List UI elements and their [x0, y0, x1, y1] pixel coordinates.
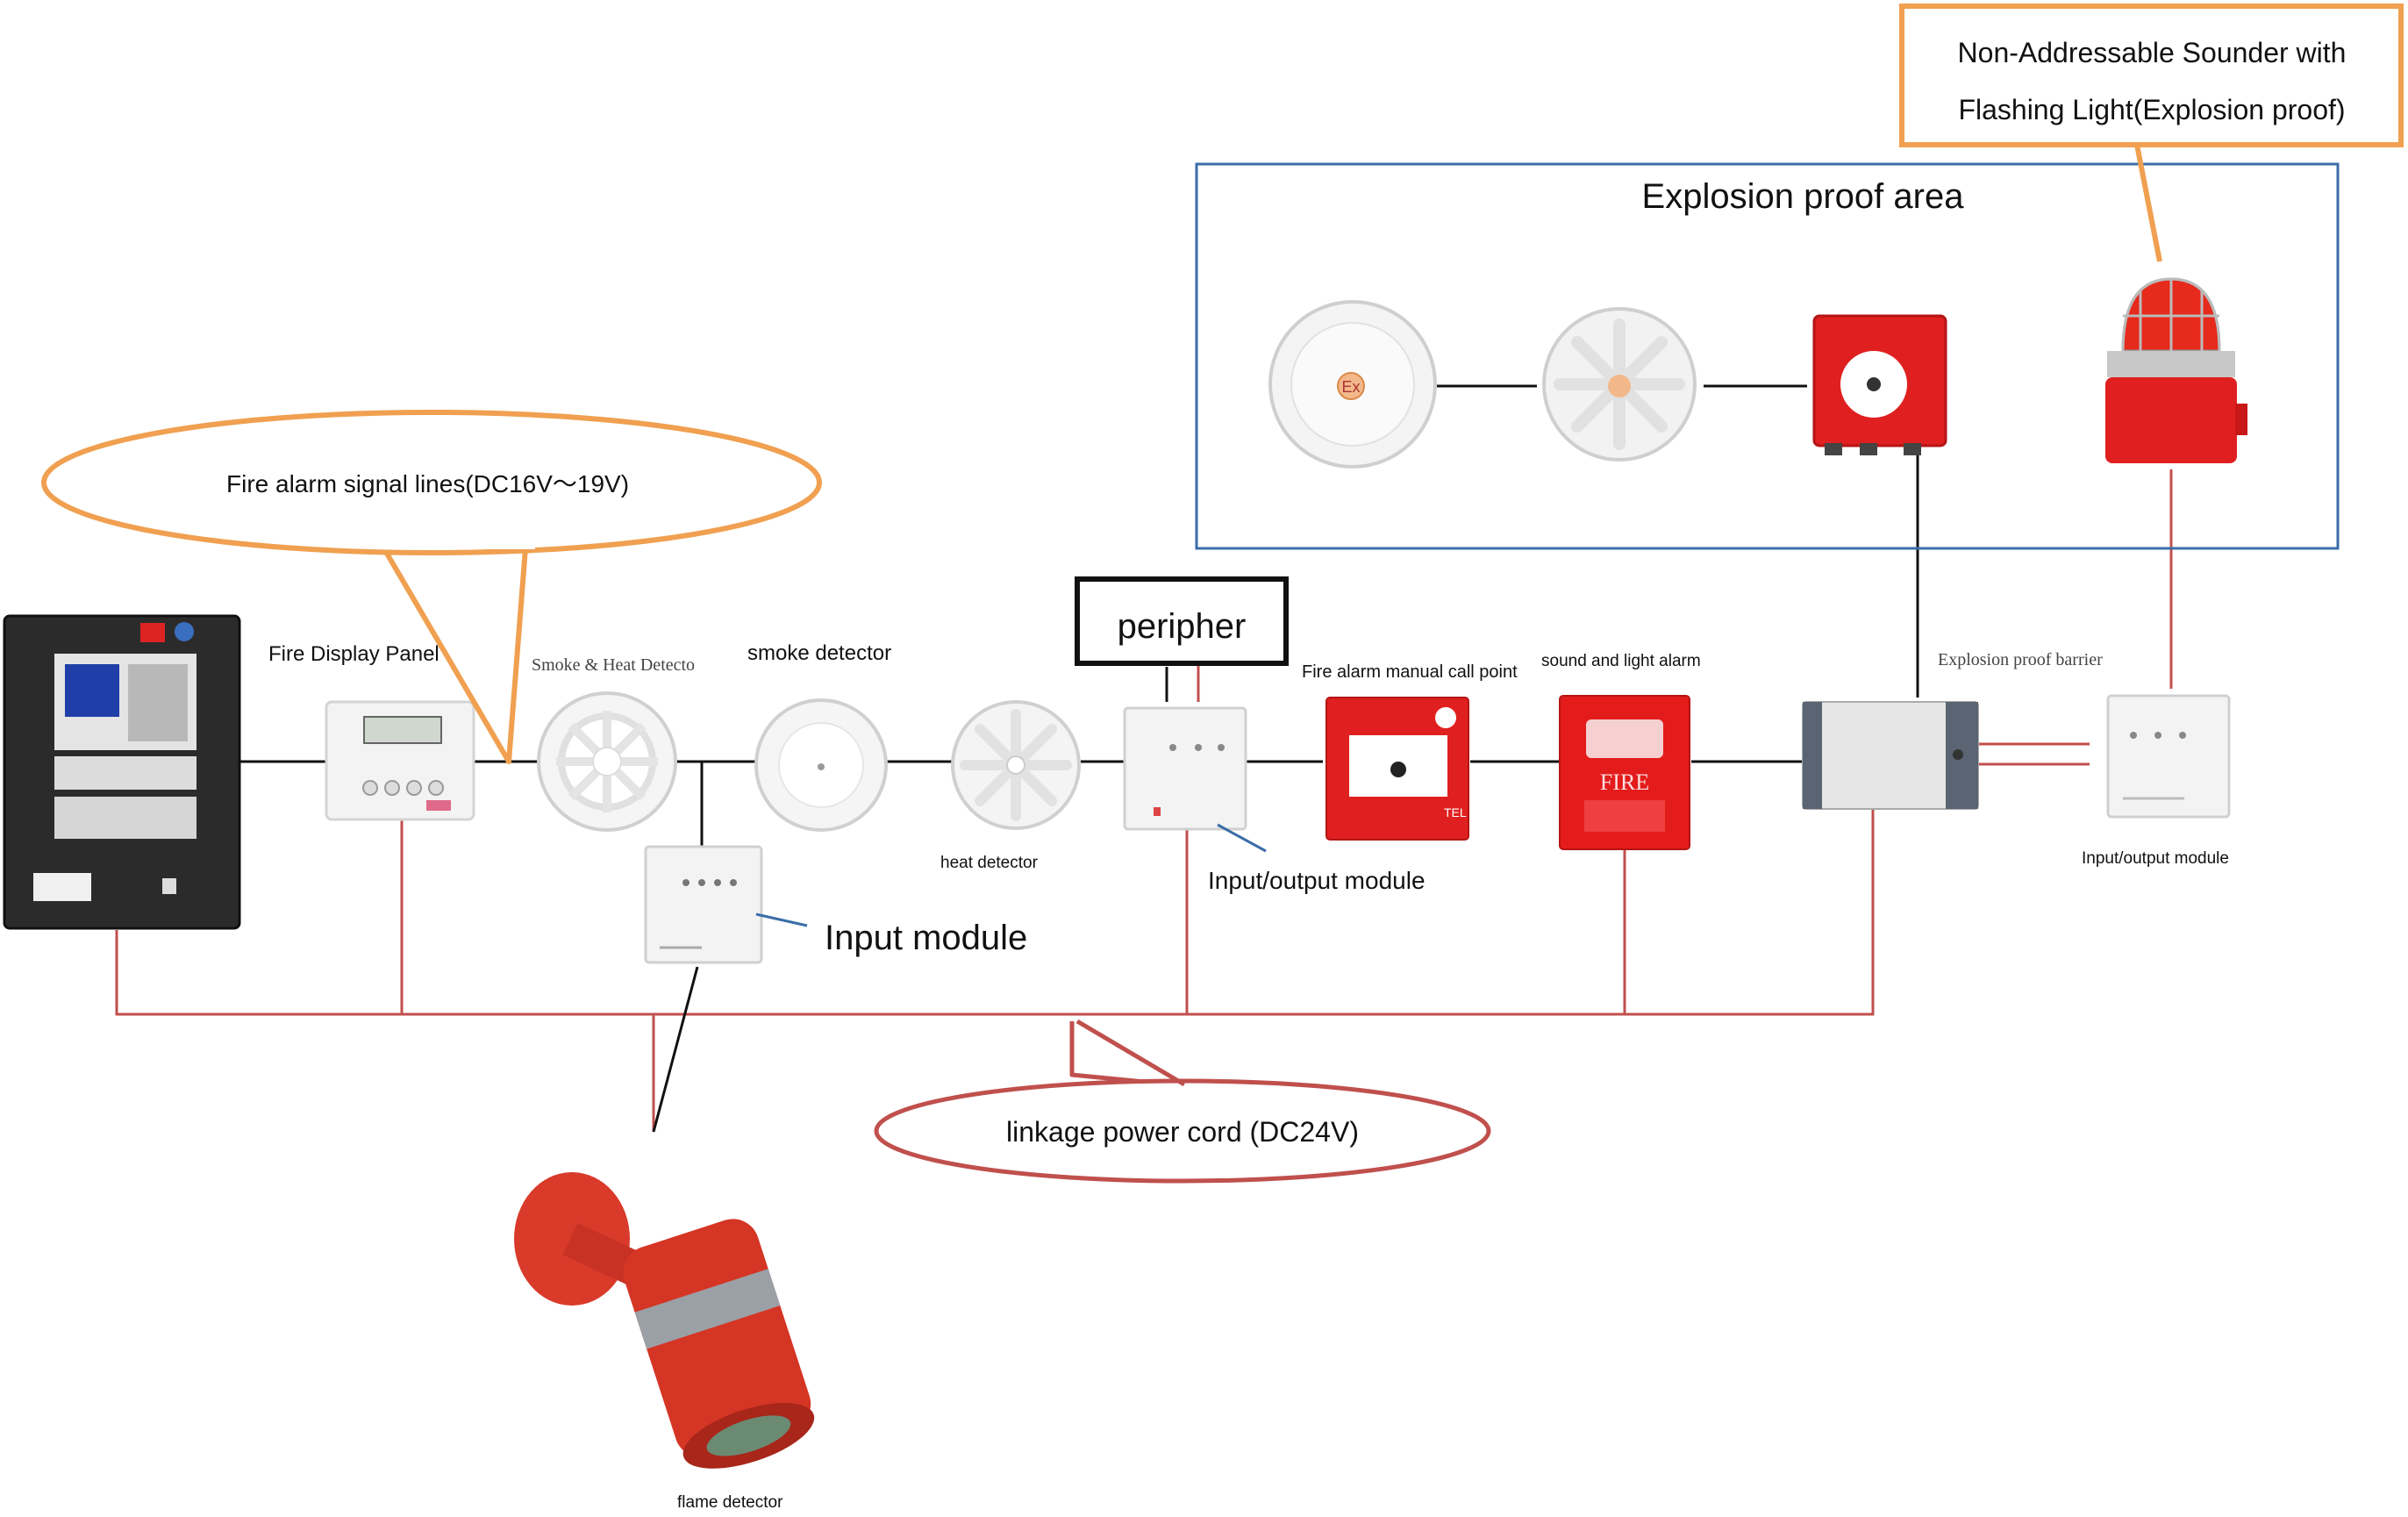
fire-alarm-control-panel	[3, 614, 241, 930]
fire-display-panel-label: Fire Display Panel	[268, 642, 439, 666]
signal-lines	[232, 384, 1919, 1133]
heat-detector-label: heat detector	[940, 854, 1039, 872]
ex-mark: Ex	[1341, 378, 1360, 396]
explosion-proof-area-title: Explosion proof area	[1642, 177, 1965, 216]
heat-detector	[951, 700, 1081, 830]
smoke-heat-detector	[537, 691, 677, 832]
ex-smoke-detector: Ex	[1268, 300, 1437, 469]
peripher-label: peripher	[1118, 607, 1247, 646]
sounder-callout	[1899, 4, 2404, 262]
sound-and-light-alarm: FIRE	[1559, 695, 1690, 850]
input-module-label: Input module	[825, 919, 1027, 957]
ex-manual-call-point	[1812, 314, 1947, 455]
sounder-callout-line-1: Non-Addressable Sounder with	[1958, 37, 2347, 68]
manual-call-point: TEL	[1325, 697, 1469, 841]
io-module-pointer	[1217, 823, 1267, 853]
explosion-proof-area	[1195, 162, 2340, 550]
sound-and-light-alarm-label: sound and light alarm	[1541, 652, 1701, 670]
peripher-box	[1075, 576, 1289, 666]
smoke-detector-label: smoke detector	[747, 641, 891, 665]
fire-display-panel-device	[325, 700, 475, 821]
power-cord-callout-text: linkage power cord (DC24V)	[1006, 1116, 1359, 1148]
fire-sign: FIRE	[1600, 769, 1649, 795]
power-lines	[115, 469, 2173, 1132]
smoke-heat-detector-label: Smoke & Heat Detecto	[532, 655, 695, 675]
explosion-proof-barrier	[1802, 701, 1979, 810]
ex-heat-detector	[1542, 307, 1697, 462]
signal-lines-callout-text: Fire alarm signal lines(DC16V～19V)	[226, 470, 629, 497]
io-module-2-label: Input/output module	[2082, 849, 2229, 868]
tel-mark: TEL	[1444, 805, 1467, 819]
explosion-proof-barrier-label: Explosion proof barrier	[1938, 650, 2103, 669]
input-module-pointer	[755, 912, 808, 927]
input-output-module-2-device	[2106, 694, 2231, 819]
manual-call-point-label: Fire alarm manual call point	[1302, 662, 1518, 682]
flame-detector	[514, 1172, 815, 1469]
input-output-module-device	[1123, 706, 1247, 831]
io-module-1-label: Input/output module	[1208, 867, 1426, 894]
power-cord-callout	[874, 1019, 1491, 1184]
flame-detector-label: flame detector	[677, 1493, 783, 1512]
signal-lines-callout	[41, 410, 822, 764]
ex-sounder-flashing-light	[2105, 277, 2247, 463]
sounder-callout-line-2: Flashing Light(Explosion proof)	[1958, 94, 2345, 125]
smoke-detector	[754, 698, 888, 832]
input-module-device	[644, 845, 763, 964]
